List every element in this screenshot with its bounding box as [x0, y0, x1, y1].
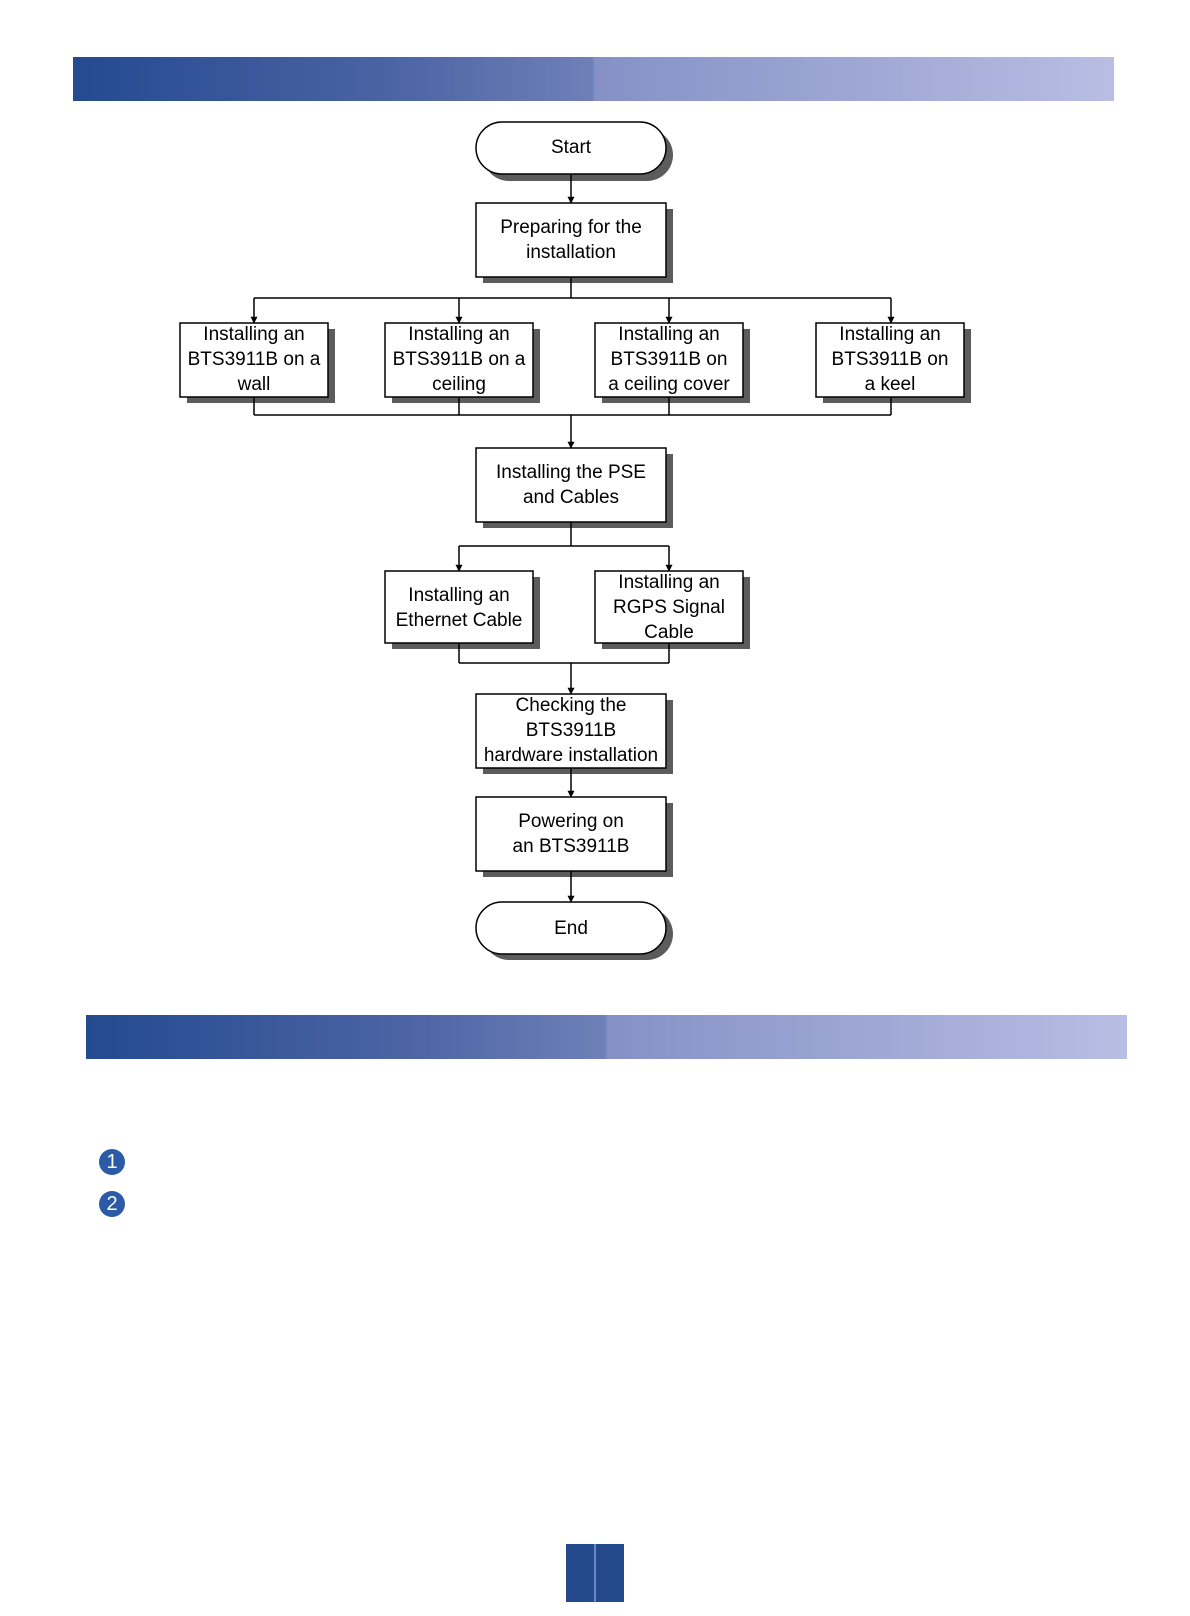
install-ceiling-cover-node [594, 322, 744, 398]
check-hardware-node [475, 693, 667, 769]
power-on-label-line-1: Powering on [518, 811, 624, 832]
install-ceiling-node [384, 322, 534, 398]
install-rgps-label-line-3: Cable [644, 622, 694, 643]
install-wall-node [179, 322, 329, 398]
installation-flowchart: Start Preparing for the installation Ins… [179, 121, 971, 960]
connectors [250, 175, 895, 903]
power-on-label-line-2: an BTS3911B [513, 836, 630, 857]
end-node [475, 901, 667, 955]
install-ethernet-label-line-2: Ethernet Cable [396, 610, 523, 631]
install-rgps-node [594, 570, 744, 644]
prepare-node [475, 202, 667, 278]
power-on-node [475, 796, 667, 872]
install-ethernet-node [384, 570, 534, 644]
step-marker-2: 2 [99, 1191, 125, 1217]
prepare-label-line-2: installation [526, 242, 616, 263]
page-number-tab [566, 1544, 624, 1602]
check-hardware-label-line-3: hardware installation [484, 745, 658, 766]
install-ceiling-cover-label-line-3: a ceiling cover [608, 374, 730, 395]
install-wall-label-line-3: wall [237, 374, 271, 395]
install-ceiling-cover-label-line-1: Installing an [618, 324, 719, 345]
end-label: End [554, 918, 588, 939]
install-ethernet-label-line-1: Installing an [408, 585, 509, 606]
step-marker-1: 1 [99, 1149, 125, 1175]
install-pse-label-line-1: Installing the PSE [496, 462, 646, 483]
install-rgps-label-line-1: Installing an [618, 572, 719, 593]
check-hardware-label-line-2: BTS3911B [526, 720, 616, 741]
install-wall-label-line-1: Installing an [203, 324, 304, 345]
check-hardware-label-line-1: Checking the [516, 695, 627, 716]
install-keel-label-line-3: a keel [865, 374, 916, 395]
start-node [475, 121, 667, 175]
install-keel-node [815, 322, 965, 398]
install-ceiling-label-line-3: ceiling [432, 374, 486, 395]
prepare-label-line-1: Preparing for the [500, 217, 642, 238]
header-band-top [73, 57, 1114, 101]
install-pse-label-line-2: and Cables [523, 487, 619, 508]
install-ceiling-label-line-1: Installing an [408, 324, 509, 345]
start-label: Start [551, 137, 592, 158]
install-rgps-label-line-2: RGPS Signal [613, 597, 725, 618]
install-wall-label-line-2: BTS3911B on a [188, 349, 321, 370]
install-ceiling-label-line-2: BTS3911B on a [393, 349, 526, 370]
header-band-bottom [86, 1015, 1127, 1059]
node-boxes [179, 121, 965, 955]
node-labels: Start Preparing for the installation Ins… [188, 137, 949, 939]
install-ceiling-cover-label-line-2: BTS3911B on [611, 349, 728, 370]
install-keel-label-line-1: Installing an [839, 324, 940, 345]
install-keel-label-line-2: BTS3911B on [832, 349, 949, 370]
install-pse-node [475, 447, 667, 523]
